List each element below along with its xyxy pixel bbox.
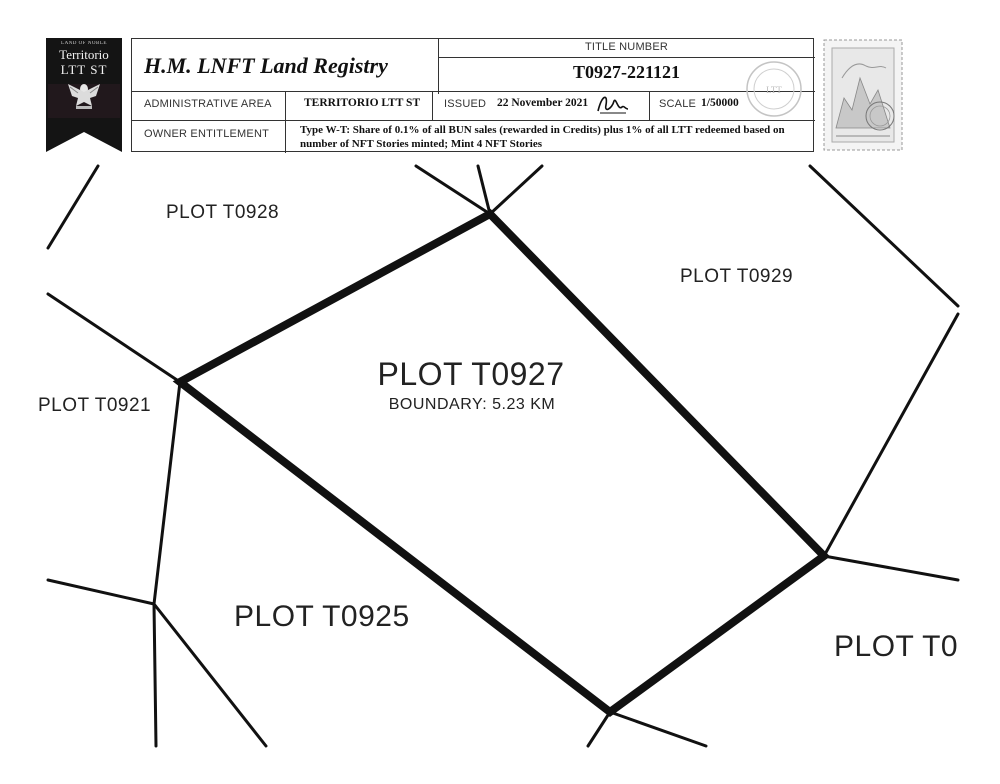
plot-label-t0925: PLOT T0925 <box>234 600 410 633</box>
title-table: H.M. LNFT Land Registry TITLE NUMBER T09… <box>131 38 815 153</box>
plot-t0927-boundary <box>172 209 831 717</box>
title-number: T0927-221121 <box>572 62 680 82</box>
scale-value: 1/50000 <box>701 97 739 109</box>
neighbour-boundaries <box>46 164 960 748</box>
plot-label-t0928: PLOT T0928 <box>166 202 280 223</box>
registry-header: LAND OF NOBLE Territorio LTT ST H.M. LNF… <box>46 38 904 154</box>
plot-label-edge: PLOT T0 <box>834 630 959 663</box>
plot-label-t0929: PLOT T0929 <box>680 266 794 287</box>
owner-entitlement-label: OWNER ENTITLEMENT <box>144 128 270 140</box>
emblem-subtitle: LTT ST <box>60 62 108 77</box>
wax-seal-icon: LTT <box>744 59 804 124</box>
plot-label-t0921: PLOT T0921 <box>38 395 152 416</box>
eagle-crest-icon <box>66 78 102 110</box>
signature-icon <box>594 91 630 122</box>
emblem-title: Territorio <box>59 47 109 62</box>
boundary-length: BOUNDARY: 5.23 KM <box>388 396 556 413</box>
scale-label: SCALE <box>659 98 697 110</box>
svg-text:LTT: LTT <box>766 85 782 95</box>
owner-entitlement-value: Type W-T: Share of 0.1% of all BUN sales… <box>300 124 785 150</box>
plot-label-t0927: PLOT T0927 <box>377 356 565 392</box>
title-number-label: TITLE NUMBER <box>584 41 669 53</box>
postage-stamp-icon <box>822 38 904 152</box>
territory-emblem: LAND OF NOBLE Territorio LTT ST <box>46 38 122 152</box>
plot-map: PLOT T0928 PLOT T0929 PLOT T0921 PLOT T0… <box>38 164 960 748</box>
emblem-tagline: LAND OF NOBLE <box>61 41 107 46</box>
issued-date: 22 November 2021 <box>497 97 589 109</box>
admin-area-label: ADMINISTRATIVE AREA <box>144 98 272 110</box>
issued-label: ISSUED <box>444 98 487 110</box>
registry-title: H.M. LNFT Land Registry <box>144 53 388 78</box>
admin-area-value: TERRITORIO LTT ST <box>304 97 421 109</box>
